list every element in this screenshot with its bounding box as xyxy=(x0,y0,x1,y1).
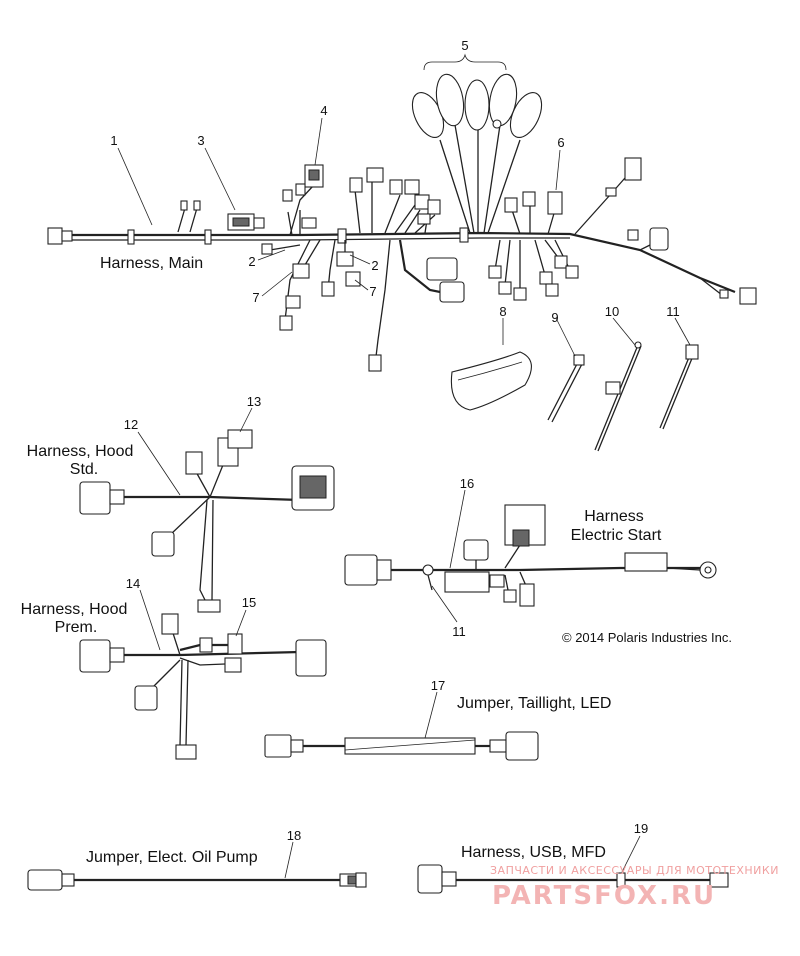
callout-7-right: 7 xyxy=(369,284,376,299)
label-hood-std-line2: Std. xyxy=(70,461,98,478)
callout-12: 12 xyxy=(124,417,138,432)
label-electric-start-line1: Harness xyxy=(584,508,644,525)
callout-3: 3 xyxy=(197,133,204,148)
label-hood-prem-line2: Prem. xyxy=(55,619,98,636)
label-hood-std-line1: Harness, Hood xyxy=(27,443,134,460)
callout-5: 5 xyxy=(461,38,468,53)
label-usb-mfd: Harness, USB, MFD xyxy=(461,844,606,861)
usb-mfd-harness xyxy=(417,864,729,894)
copyright-text: © 2014 Polaris Industries Inc. xyxy=(562,630,732,645)
callouts: 1 3 4 5 6 2 7 2 7 8 9 10 11 12 13 14 15 … xyxy=(110,38,679,843)
loose-parts xyxy=(450,341,699,452)
watermark-tagline: ЗАПЧАСТИ И АКСЕССУАРЫ ДЛЯ МОТОТЕХНИКИ xyxy=(490,864,779,877)
callout-11-bottom: 11 xyxy=(452,624,466,639)
taillight-jumper xyxy=(264,731,539,761)
label-hood-prem-line1: Harness, Hood xyxy=(21,601,128,618)
label-taillight-jumper: Jumper, Taillight, LED xyxy=(457,695,611,712)
watermark-brand: PARTSFOX.RU xyxy=(492,881,716,911)
callout-14: 14 xyxy=(126,576,140,591)
callout-15: 15 xyxy=(242,595,256,610)
callout-18: 18 xyxy=(287,828,301,843)
label-harness-main: Harness, Main xyxy=(100,255,203,272)
electric-start-harness xyxy=(344,504,717,607)
callout-19: 19 xyxy=(634,821,648,836)
callout-8: 8 xyxy=(499,304,506,319)
leader-lines xyxy=(117,117,691,879)
callout-4: 4 xyxy=(320,103,327,118)
callout-2-right: 2 xyxy=(371,258,378,273)
oil-pump-jumper xyxy=(27,869,367,891)
callout-7-left: 7 xyxy=(252,290,259,305)
callout-16: 16 xyxy=(460,476,474,491)
callout-13: 13 xyxy=(247,394,261,409)
label-electric-start-line2: Electric Start xyxy=(571,527,662,544)
callout-17: 17 xyxy=(431,678,445,693)
hood-prem-harness xyxy=(79,613,327,760)
callout-2-left: 2 xyxy=(248,254,255,269)
label-oil-pump-jumper: Jumper, Elect. Oil Pump xyxy=(86,849,258,866)
callout-1: 1 xyxy=(110,133,117,148)
callout-6: 6 xyxy=(557,135,564,150)
labels: Harness, Main Harness, Hood Std. Harness… xyxy=(21,255,732,866)
callout-10: 10 xyxy=(605,304,619,319)
main-harness xyxy=(47,53,757,372)
callout-11-top: 11 xyxy=(666,304,680,319)
callout-9: 9 xyxy=(551,310,558,325)
watermark: ЗАПЧАСТИ И АКСЕССУАРЫ ДЛЯ МОТОТЕХНИКИ PA… xyxy=(490,864,779,911)
hood-std-harness xyxy=(79,429,335,613)
